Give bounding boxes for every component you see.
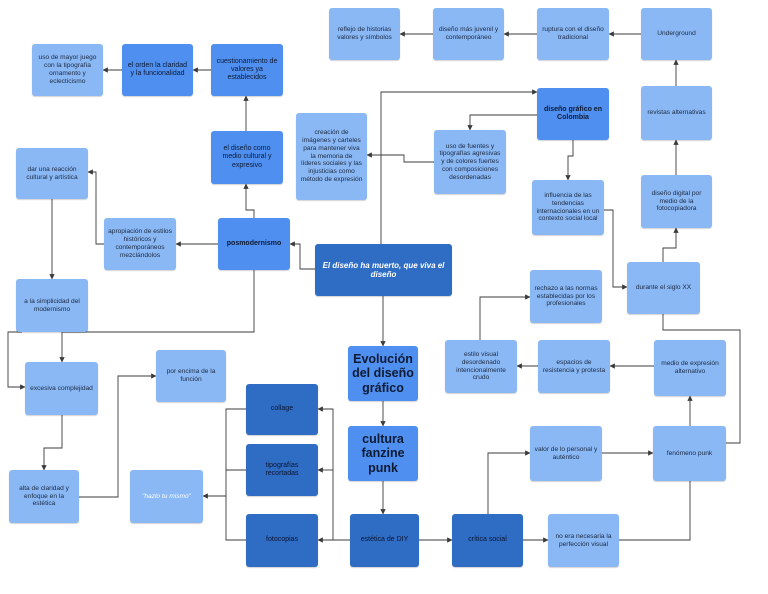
node-diy-label: estética de DIY [360, 536, 409, 544]
node-espacios[interactable]: espacios de resistencia y protesta [538, 340, 610, 393]
node-perfeccion-label: no era necesaria la perfección visual [555, 532, 612, 548]
node-fanzine-label: cultura fanzine punk [361, 431, 405, 475]
node-cuestionamiento-label: cuestionamiento de valores ya establecid… [216, 57, 278, 82]
edge-simplicidad-excesiva [7, 331, 26, 390]
node-critica[interactable]: crítica social [452, 514, 523, 567]
node-simplicidad-label: a la simplicidad del modernismo [24, 297, 80, 313]
edge-colombia-influencia [565, 140, 574, 181]
node-falta[interactable]: alta de claridad y enfoque en la estétic… [9, 470, 79, 523]
node-juvenil-label: diseño más juvenil y contemporáneo [438, 26, 499, 41]
node-excesiva-label: excesiva complejidad [30, 384, 93, 392]
node-reflejo[interactable]: reflejo de historias valores y símbolos [329, 8, 400, 60]
node-estilo-label: estilo visual desordenado intencionalmen… [456, 350, 506, 382]
node-evolucion[interactable]: Evolución del diseño gráfico [348, 346, 418, 401]
node-siglo-label: durante el siglo XX [635, 284, 692, 292]
node-expresion-label: medio de expresión alternativo [661, 360, 719, 375]
node-critica-label: crítica social [468, 536, 507, 544]
node-collage[interactable]: collage [246, 384, 318, 435]
node-ruptura[interactable]: ruptura con el diseño tradicional [537, 8, 609, 60]
edge-falta-porencima [79, 373, 157, 498]
node-ruptura-label: ruptura con el diseño tradicional [542, 26, 604, 41]
node-influencia-label: influencia de las tendencias internacion… [536, 191, 600, 223]
node-uso-mayor[interactable]: uso de mayor juego con la tipografía orn… [32, 44, 103, 96]
node-uso-label: uso de fuentes y tipografías agresivas y… [439, 142, 501, 181]
node-valor[interactable]: valor de lo personal y auténtico [530, 426, 602, 481]
edge-tipografias-hazlo [202, 469, 246, 499]
node-uso[interactable]: uso de fuentes y tipografías agresivas y… [434, 130, 506, 194]
node-rechazo[interactable]: rechazo a las normas establecidas por lo… [530, 270, 602, 323]
node-revistas[interactable]: revistas alternativas [641, 86, 712, 140]
node-punk-label: fenómeno punk [666, 449, 713, 457]
node-evolucion-label: Evolución del diseño gráfico [352, 351, 414, 395]
node-underground[interactable]: Underground [641, 8, 712, 60]
edge-uso-creacion [366, 152, 434, 163]
edge-apropiacion-reaccion [87, 169, 104, 245]
edge-critica-valor [487, 450, 531, 514]
node-influencia[interactable]: influencia de las tendencias internacion… [532, 180, 604, 235]
node-center[interactable]: El diseño ha muerto, que viva el diseño [315, 244, 452, 296]
edge-fotocopias-hazlo [225, 496, 246, 541]
node-fotocopias[interactable]: fotocopias [246, 514, 318, 567]
node-por-encima-label: por encima de la función [166, 368, 216, 383]
node-perfeccion[interactable]: no era necesaria la perfección visual [548, 514, 619, 567]
edge-posmo-excesiva [59, 270, 255, 363]
node-siglo[interactable]: durante el siglo XX [627, 262, 700, 314]
node-simplicidad[interactable]: a la simplicidad del modernismo [16, 279, 88, 332]
edge-estilo-rechazo [479, 294, 531, 340]
edge-center-posmo [289, 241, 315, 270]
edge-punk-siglo [662, 314, 741, 444]
node-underground-label: Underground [657, 30, 696, 38]
node-reflejo-label: reflejo de historias valores y símbolos [337, 26, 392, 41]
node-colombia-label: diseño gráfico en Colombia [544, 105, 602, 121]
node-por-encima[interactable]: por encima de la función [156, 350, 226, 402]
node-creacion[interactable]: creación de imágenes y carteles para man… [296, 113, 367, 200]
node-digital-label: diseño digital por medio de la fotocopia… [651, 189, 702, 213]
edge-colombia-uso [467, 114, 537, 131]
node-posmo[interactable]: posmodernismo [218, 218, 290, 270]
edge-collage-hazlo [225, 408, 246, 470]
node-cuestionamiento[interactable]: cuestionamiento de valores ya establecid… [211, 44, 283, 96]
node-valor-label: valor de lo personal y auténtico [534, 445, 598, 461]
node-medio-cultural[interactable]: el diseño como medio cultural y expresiv… [211, 131, 283, 184]
node-center-label: El diseño ha muerto, que viva el diseño [322, 260, 445, 279]
node-digital[interactable]: diseño digital por medio de la fotocopia… [641, 175, 712, 228]
node-diy[interactable]: estética de DIY [350, 514, 419, 567]
node-reaccion-label: dar una reacción cultural y artística [26, 165, 78, 181]
edge-perfeccion-punk [619, 460, 693, 541]
node-tipografias-label: tipografías recortadas [265, 461, 299, 477]
node-colombia[interactable]: diseño gráfico en Colombia [537, 88, 609, 140]
node-revistas-label: revistas alternativas [647, 109, 706, 117]
node-expresion[interactable]: medio de expresión alternativo [654, 340, 726, 396]
node-hazlo[interactable]: "hazlo tu mismo" [130, 470, 203, 523]
node-espacios-label: espacios de resistencia y protesta [542, 358, 606, 374]
edge-influencia-siglo [604, 209, 628, 290]
edge-excesiva-falta [41, 415, 63, 471]
node-rechazo-label: rechazo a las normas establecidas por lo… [534, 284, 598, 308]
node-tipografias[interactable]: tipografías recortadas [246, 444, 318, 496]
node-apropiacion[interactable]: apropiación de estilos históricos y cont… [104, 218, 176, 270]
edge-posmo-medio [243, 183, 255, 218]
node-medio-cultural-label: el diseño como medio cultural y expresiv… [222, 145, 272, 169]
edge-center-colombia [380, 89, 538, 244]
node-hazlo-label: "hazlo tu mismo" [141, 492, 192, 500]
node-posmo-label: posmodernismo [226, 239, 282, 247]
node-orden[interactable]: el orden la claridad y la funcionalidad [122, 44, 193, 96]
node-creacion-label: creación de imágenes y carteles para man… [300, 129, 363, 183]
node-falta-label: alta de claridad y enfoque en la estétic… [19, 484, 69, 508]
node-reaccion[interactable]: dar una reacción cultural y artística [16, 148, 88, 199]
node-excesiva[interactable]: excesiva complejidad [25, 362, 98, 415]
node-fanzine[interactable]: cultura fanzine punk [348, 426, 418, 481]
node-uso-mayor-label: uso de mayor juego con la tipografía orn… [38, 54, 97, 85]
node-orden-label: el orden la claridad y la funcionalidad [127, 61, 188, 77]
node-apropiacion-label: apropiación de estilos históricos y cont… [108, 228, 172, 259]
edge-diy-collage [317, 406, 350, 541]
node-juvenil[interactable]: diseño más juvenil y contemporáneo [433, 8, 504, 60]
node-estilo[interactable]: estilo visual desordenado intencionalmen… [445, 340, 517, 393]
edge-siglo-digital [662, 227, 679, 262]
node-fotocopias-label: fotocopias [266, 536, 298, 544]
node-collage-label: collage [270, 405, 294, 413]
node-punk[interactable]: fenómeno punk [653, 426, 726, 481]
